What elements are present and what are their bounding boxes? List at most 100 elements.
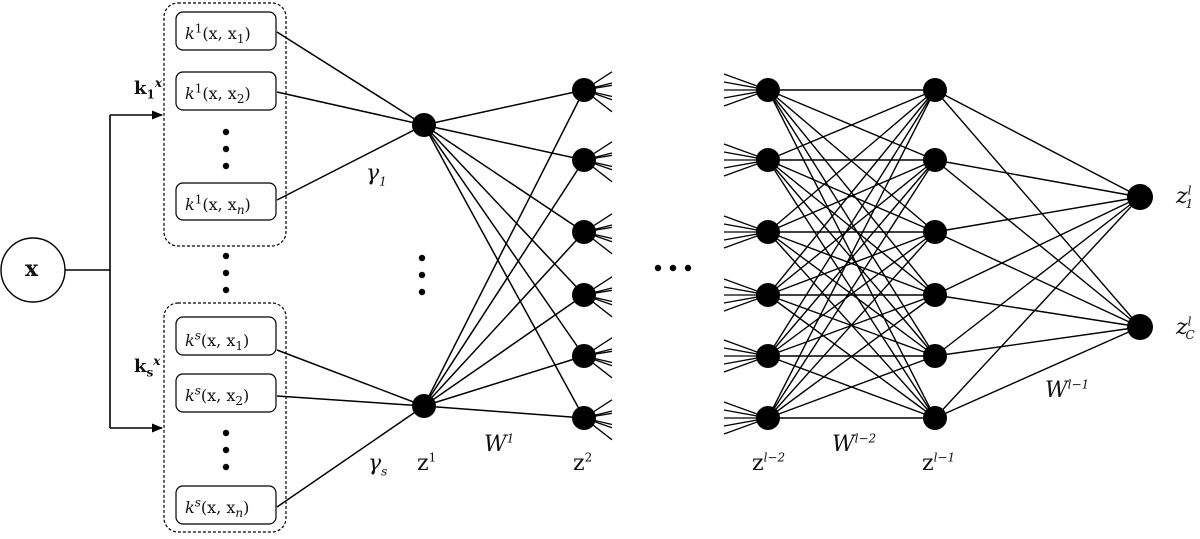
ellipsis-dot xyxy=(222,286,230,294)
zl1-node xyxy=(923,344,947,368)
layer-edge xyxy=(767,89,936,233)
layer-edge xyxy=(767,294,936,419)
zl2-node xyxy=(756,148,780,172)
group-s-label-base: k xyxy=(134,356,147,377)
zl1-node xyxy=(923,283,947,307)
group-s-label: ksx xyxy=(134,355,160,379)
kernel-entry: k1(x, xn) xyxy=(185,192,251,218)
zl1-node xyxy=(923,406,947,430)
z1-node-top xyxy=(412,113,436,137)
z1-node-bottom xyxy=(412,394,436,418)
kernel-edge xyxy=(276,395,425,407)
layer-edge xyxy=(934,89,1141,328)
zl2-node xyxy=(756,406,780,430)
output-c-label: zlC xyxy=(1176,314,1195,343)
layer-edge xyxy=(767,231,936,296)
z2-node xyxy=(572,406,596,430)
kernel-box xyxy=(175,373,277,413)
layer-edge xyxy=(767,231,936,357)
layer-edge xyxy=(767,89,936,419)
layer-z2-label: z2 xyxy=(573,450,593,476)
zl1-node xyxy=(923,148,947,172)
kernel-entry: k1(x, x1) xyxy=(185,21,251,47)
layer-edge xyxy=(423,124,585,357)
kernel-box xyxy=(175,182,277,221)
layer-edge xyxy=(767,231,936,419)
layer-edge xyxy=(934,196,1141,357)
input-label-text: x xyxy=(25,256,39,282)
group-s-label-sub: s xyxy=(146,365,154,380)
zl2-node xyxy=(756,344,780,368)
kernel-edge xyxy=(276,31,425,126)
layer-edge xyxy=(423,124,585,161)
kernel-edge xyxy=(276,349,425,407)
layer-edge xyxy=(934,159,1141,328)
ellipsis-dot xyxy=(222,162,230,170)
output-node xyxy=(1127,314,1153,340)
kernel-box xyxy=(175,11,277,51)
group-1-label-sub: 1 xyxy=(146,87,155,102)
layer-edge xyxy=(934,196,1141,296)
layer-edge xyxy=(423,124,585,296)
layer-edge xyxy=(423,231,585,407)
z2-node xyxy=(572,148,596,172)
ellipsis-dot xyxy=(418,288,426,296)
layer-edge xyxy=(767,159,936,296)
ellipsis-dot xyxy=(222,269,230,277)
layer-edge xyxy=(934,89,1141,198)
gamma-s-label: γs xyxy=(368,451,388,479)
zl1-node xyxy=(923,220,947,244)
group-1-label-base: k xyxy=(134,78,147,99)
zl1-node xyxy=(923,78,947,102)
ellipsis-dot xyxy=(222,446,230,454)
ellipsis-dot xyxy=(654,264,662,272)
kernel-edge xyxy=(276,405,425,508)
output-1-label: zl1 xyxy=(1176,183,1194,212)
kernel-box xyxy=(175,485,277,525)
kernel-edge xyxy=(276,91,425,126)
zl2-node xyxy=(756,220,780,244)
ellipsis-dot xyxy=(669,264,677,272)
layer-edge xyxy=(423,159,585,407)
weight-wl1-label: Wl−1 xyxy=(1045,377,1090,403)
kernel-entry: ks(x, x1) xyxy=(185,328,250,354)
kernel-group-s-box xyxy=(163,302,287,533)
kernel-group-1-box xyxy=(163,2,287,247)
layer-edge xyxy=(934,196,1141,233)
kernel-edge xyxy=(276,124,425,201)
z2-node xyxy=(572,220,596,244)
layer-edge xyxy=(767,89,936,296)
ellipsis-dot xyxy=(418,271,426,279)
weight-w1-label: W1 xyxy=(484,431,515,457)
weight-wl2-label: Wl−2 xyxy=(832,431,877,457)
layer-edge xyxy=(934,294,1141,328)
zl2-node xyxy=(756,283,780,307)
ellipsis-dot xyxy=(222,128,230,136)
kernel-box xyxy=(175,316,277,356)
group-1-label: k1x xyxy=(134,77,162,101)
layer-edge xyxy=(423,124,585,233)
kernel-entry: k1(x, x2) xyxy=(185,81,251,107)
kernel-entry: ks(x, x2) xyxy=(185,383,250,409)
z2-node xyxy=(572,283,596,307)
layer-edge xyxy=(767,159,936,233)
layer-zl1-label: zl−1 xyxy=(922,450,956,476)
layer-edge xyxy=(767,355,936,419)
z2-node xyxy=(572,78,596,102)
layer-edge xyxy=(767,89,936,357)
ellipsis-dot xyxy=(222,145,230,153)
ellipsis-dot xyxy=(222,252,230,260)
group-1-label-sup: x xyxy=(154,76,162,90)
ellipsis-dot xyxy=(684,264,692,272)
z2-node xyxy=(572,344,596,368)
ellipsis-dot xyxy=(222,463,230,471)
layer-zl2-label: zl−2 xyxy=(752,450,786,476)
group-s-label-sup: x xyxy=(153,354,161,368)
kernel-box xyxy=(175,71,277,111)
layer-edge xyxy=(423,405,585,419)
layer-edge xyxy=(934,231,1141,328)
layer-edge xyxy=(767,159,936,357)
layer-z1-label: z1 xyxy=(417,450,437,476)
